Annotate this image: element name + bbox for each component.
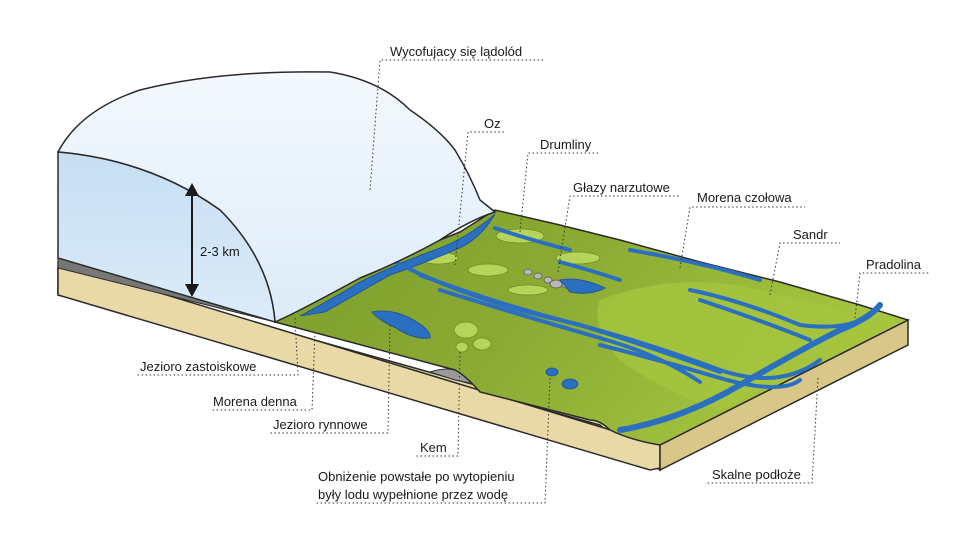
label-dammed-lake: Jezioro zastoiskowe [140, 359, 256, 374]
label-ribbon-lake: Jezioro rynnowe [273, 417, 368, 432]
thickness-arrow [185, 183, 199, 297]
label-kettle-line2: były lodu wypełnione przez wodę [318, 487, 508, 502]
thickness-label: 2-3 km [200, 244, 240, 259]
ice-sheet [56, 71, 497, 324]
label-terminal-moraine: Morena czołowa [697, 190, 792, 205]
label-bedrock: Skalne podłoże [712, 467, 801, 482]
label-proglacial-valley: Pradolina [866, 257, 922, 272]
label-ground-moraine: Morena denna [213, 394, 298, 409]
label-retreating-ice: Wycofujacy się lądolód [390, 44, 522, 59]
bedrock-block [57, 257, 909, 472]
water-features [299, 213, 883, 433]
label-sandr: Sandr [793, 227, 828, 242]
label-kettle-line1: Obniżenie powstałe po wytopieniu [318, 469, 515, 484]
leader-lines [135, 59, 930, 504]
label-drumlins: Drumliny [540, 137, 592, 152]
label-kame: Kem [420, 440, 447, 455]
label-erratic-boulders: Głazy narzutowe [573, 180, 670, 195]
label-esker: Oz [484, 116, 501, 131]
